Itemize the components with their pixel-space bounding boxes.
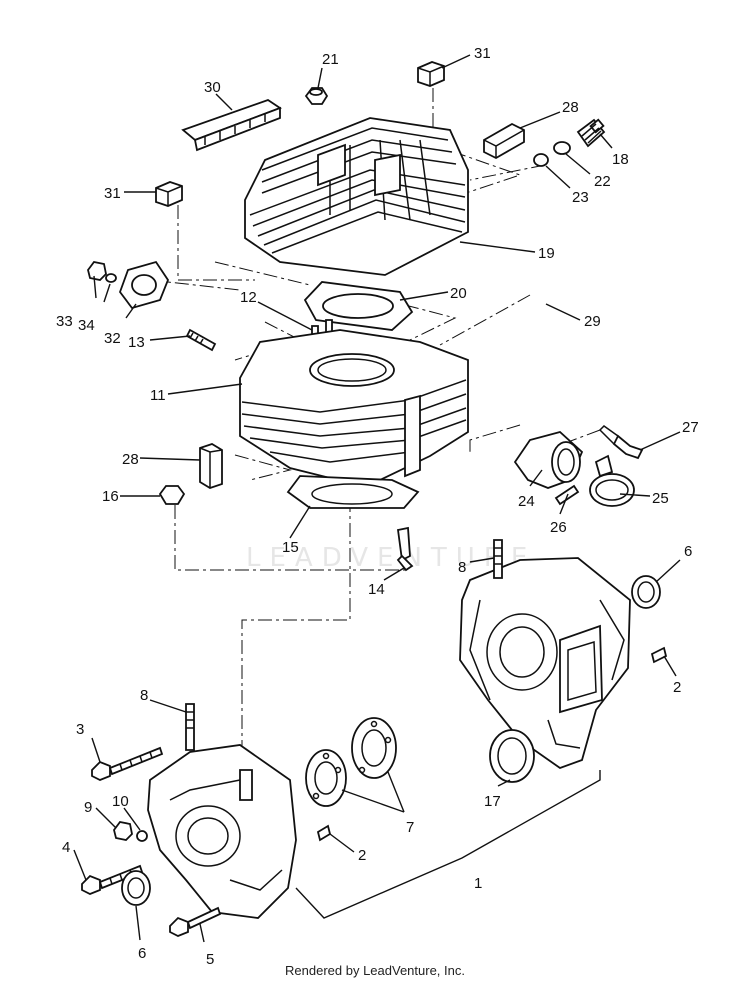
exhaust-gasket — [118, 260, 170, 310]
fin-damper-block-left — [155, 181, 183, 207]
crankshaft-bearings — [305, 717, 397, 807]
callout-8-right: 8 — [458, 559, 466, 576]
case-bolt-long — [91, 746, 164, 781]
callout-21: 21 — [322, 51, 339, 68]
callout-25: 25 — [652, 490, 669, 507]
sealing-nut — [533, 153, 549, 167]
callout-19: 19 — [538, 245, 555, 262]
fin-damper-strip — [181, 99, 282, 152]
callout-20: 20 — [450, 285, 467, 302]
callout-33: 33 — [56, 313, 73, 330]
callout-2-right: 2 — [673, 679, 681, 696]
callout-27: 27 — [682, 419, 699, 436]
intake-clamp — [589, 454, 635, 507]
callout-labels: 1 2 2 3 4 5 6 6 7 8 8 9 10 11 12 13 14 1… — [56, 45, 699, 968]
callout-28-lower: 28 — [122, 451, 139, 468]
callout-23: 23 — [572, 189, 589, 206]
callout-10: 10 — [112, 793, 129, 810]
intake-manifold — [513, 431, 584, 489]
callout-34: 34 — [78, 317, 95, 334]
head-gasket — [303, 281, 414, 331]
callout-14: 14 — [368, 581, 385, 598]
watermark-text: LEADVENTURE — [246, 543, 536, 573]
stud-right — [493, 539, 503, 579]
leader-lines — [73, 54, 681, 943]
callout-15: 15 — [282, 539, 299, 556]
washer — [553, 141, 571, 155]
crankcase-left-half — [147, 744, 297, 919]
cylinder-base-nut — [158, 485, 186, 505]
head-nut — [304, 87, 329, 105]
cylinder-head — [244, 117, 469, 276]
callout-3: 3 — [76, 721, 84, 738]
exhaust-stud — [185, 328, 217, 352]
callout-11: 11 — [150, 387, 166, 404]
callout-1: 1 — [474, 875, 482, 892]
callout-12: 12 — [240, 289, 257, 306]
callout-4: 4 — [62, 839, 70, 856]
callout-9: 9 — [84, 799, 92, 816]
callout-28-upper: 28 — [562, 99, 579, 116]
crankcase-right-half — [459, 557, 631, 770]
callout-5: 5 — [206, 951, 214, 968]
callout-17: 17 — [484, 793, 501, 810]
callout-26: 26 — [550, 519, 567, 536]
callout-30: 30 — [204, 79, 221, 96]
exhaust-washer — [105, 273, 117, 283]
footer-credit: Rendered by LeadVenture, Inc. — [285, 963, 465, 978]
fin-damper-upper — [483, 122, 525, 160]
callout-16: 16 — [102, 488, 119, 505]
fin-damper-lower — [199, 443, 223, 489]
callout-18: 18 — [612, 151, 629, 168]
dowel-pin-right — [650, 646, 668, 664]
dowel-pin-left — [316, 824, 332, 842]
spark-plug — [576, 118, 606, 148]
callout-31-left: 31 — [104, 185, 121, 202]
oil-seal-right — [631, 575, 661, 609]
callout-22: 22 — [594, 173, 611, 190]
crankcase-gasket-right — [489, 729, 535, 783]
intake-bolt — [598, 425, 644, 460]
callout-8-left: 8 — [140, 687, 148, 704]
callout-29: 29 — [584, 313, 601, 330]
callout-32: 32 — [104, 330, 121, 347]
cylinder — [239, 329, 469, 481]
stud-left — [185, 703, 195, 751]
callout-2-left: 2 — [358, 847, 366, 864]
callout-7: 7 — [406, 819, 414, 836]
callout-13: 13 — [128, 334, 145, 351]
drain-plug — [113, 821, 133, 841]
callout-6-right: 6 — [684, 543, 692, 560]
locating-pin — [396, 526, 414, 572]
oil-seal-left — [121, 870, 151, 906]
cylinder-base-gasket — [286, 475, 420, 509]
drain-washer — [136, 830, 148, 842]
callout-31-top: 31 — [474, 45, 491, 62]
fin-damper-block-top — [417, 61, 445, 87]
case-bolt-short — [169, 906, 222, 937]
exhaust-nut — [87, 261, 107, 281]
callout-24: 24 — [518, 493, 535, 510]
callout-6-left: 6 — [138, 945, 146, 962]
